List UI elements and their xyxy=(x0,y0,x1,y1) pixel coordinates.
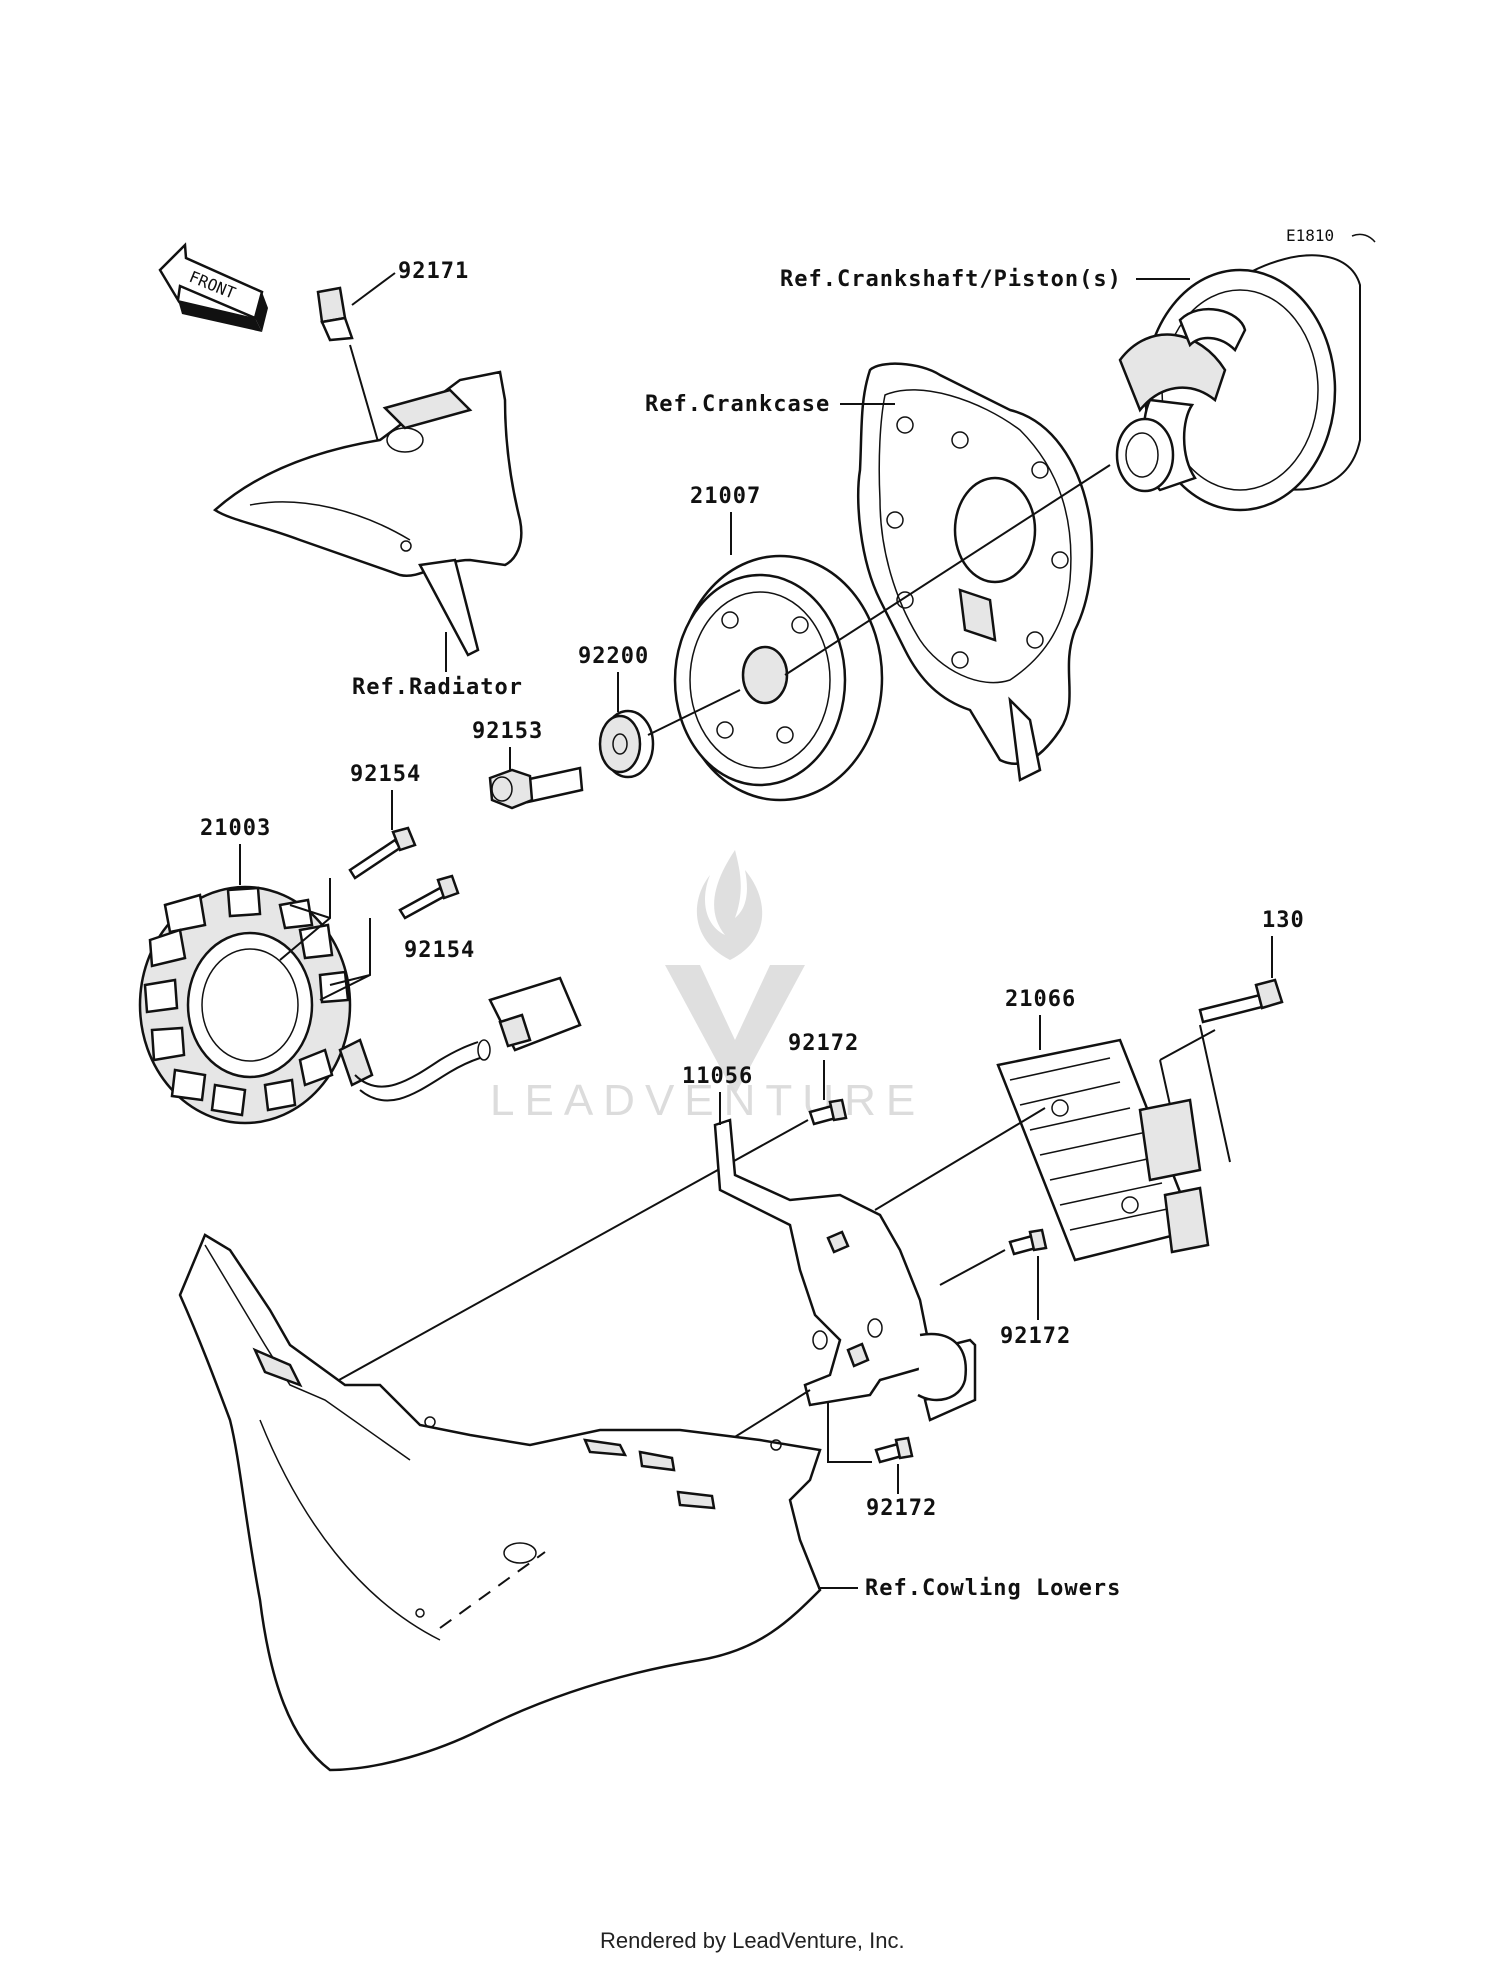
rotor-21007 xyxy=(673,554,884,802)
ref-crankcase-label: Ref.Crankcase xyxy=(645,392,830,417)
bolt-92154-b xyxy=(398,874,460,920)
part-label-130: 130 xyxy=(1262,908,1305,933)
part-label-92172-a: 92172 xyxy=(788,1031,859,1056)
stator-connector xyxy=(338,976,582,1102)
ref-crankshaft-label: Ref.Crankshaft/Piston(s) xyxy=(780,267,1122,292)
part-label-92153: 92153 xyxy=(472,719,543,744)
front-arrow-icon: FRONT xyxy=(158,242,268,332)
crankshaft-ref-part xyxy=(1115,254,1361,512)
clip-92171 xyxy=(316,286,354,342)
screw-92172-a xyxy=(808,1098,848,1126)
diagram-code: E1810 xyxy=(1286,226,1334,245)
part-label-92154-b: 92154 xyxy=(404,938,475,963)
bracket-11056 xyxy=(713,1118,977,1422)
footer-credit: Rendered by LeadVenture, Inc. xyxy=(600,1928,905,1953)
ref-cowling-label: Ref.Cowling Lowers xyxy=(865,1576,1121,1601)
part-label-21003: 21003 xyxy=(200,816,271,841)
part-label-92200: 92200 xyxy=(578,644,649,669)
screw-92172-c xyxy=(874,1436,914,1464)
part-label-21066: 21066 xyxy=(1005,987,1076,1012)
bolt-130 xyxy=(1198,978,1284,1024)
washer-92200 xyxy=(598,709,655,779)
regulator-21066 xyxy=(996,1038,1210,1262)
part-label-92172-b: 92172 xyxy=(1000,1324,1071,1349)
part-label-11056: 11056 xyxy=(682,1064,753,1089)
screw-92172-b xyxy=(1008,1228,1048,1256)
part-label-92154-a: 92154 xyxy=(350,762,421,787)
stator-21003 xyxy=(138,885,352,1125)
part-label-92171: 92171 xyxy=(398,259,469,284)
cowling-lowers-ref-part xyxy=(178,1233,822,1772)
bolt-92153 xyxy=(488,766,584,810)
part-label-21007: 21007 xyxy=(690,484,761,509)
part-label-92172-c: 92172 xyxy=(866,1496,937,1521)
bolt-92154-a xyxy=(348,826,417,880)
crankcase-ref-part xyxy=(856,362,1094,782)
radiator-ref-part xyxy=(212,370,523,657)
ref-radiator-label: Ref.Radiator xyxy=(352,675,523,700)
